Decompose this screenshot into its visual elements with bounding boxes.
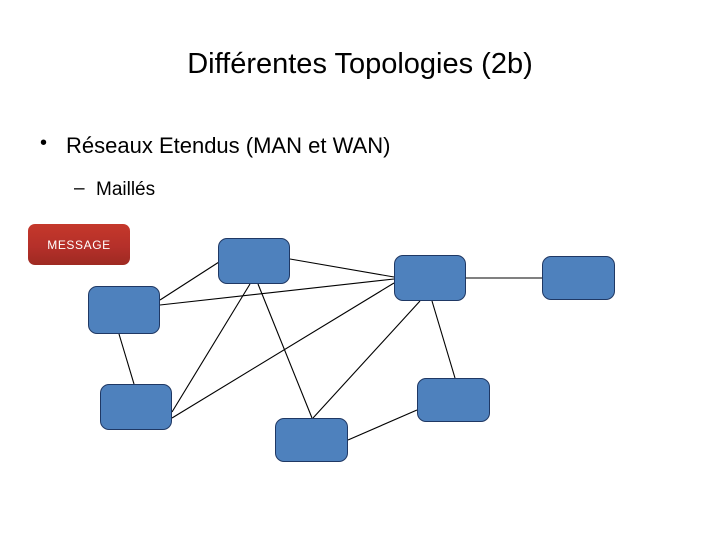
network-edge-n1-n3 [171, 283, 251, 413]
network-edge-n1-n4 [289, 258, 395, 278]
message-badge-label: MESSAGE [47, 237, 111, 252]
bullet-marker-dash: – [74, 178, 85, 199]
bullet-level-1-text: Réseaux Etendus (MAN et WAN) [66, 133, 391, 158]
network-edge-n4-n7 [431, 300, 456, 379]
page-title: Différentes Topologies (2b) [187, 48, 533, 80]
network-node-n3[interactable] [100, 384, 172, 430]
network-edge-n3-n4 [171, 282, 395, 419]
message-badge[interactable]: MESSAGE [28, 224, 130, 265]
network-node-n2[interactable] [88, 286, 160, 334]
network-node-n7[interactable] [417, 378, 490, 422]
network-edge-n2-n1 [159, 261, 220, 301]
bullet-marker-dot: • [40, 132, 48, 154]
network-node-n6[interactable] [542, 256, 615, 300]
bullet-level-2-text: Maillés [96, 179, 156, 200]
network-edge-n4-n5 [312, 300, 421, 419]
network-edge-n5-n7 [347, 409, 418, 441]
bullet-level-1: • Réseaux Etendus (MAN et WAN) [40, 133, 390, 159]
network-edge-n2-n3 [118, 333, 135, 385]
network-node-n1[interactable] [218, 238, 290, 284]
network-node-n5[interactable] [275, 418, 348, 462]
network-node-n4[interactable] [394, 255, 466, 301]
network-edge-n1-n5 [257, 283, 313, 419]
bullet-level-2: –Maillés [74, 179, 155, 201]
